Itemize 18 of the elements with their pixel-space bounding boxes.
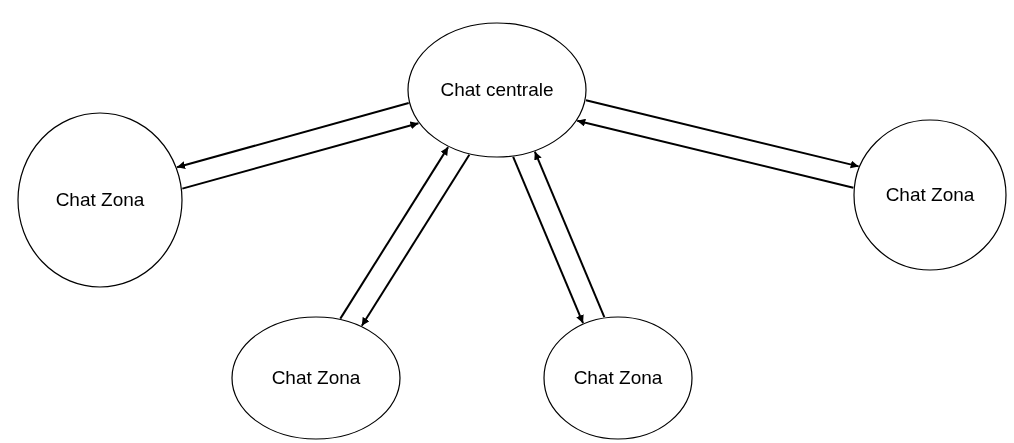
- ellipse-node: [231, 316, 401, 440]
- arrow: [176, 102, 410, 169]
- arrow: [360, 153, 471, 327]
- node-label: Chat Zona: [55, 187, 145, 212]
- arrow: [339, 146, 450, 320]
- ellipse-node: [853, 119, 1007, 271]
- arrow: [512, 155, 585, 325]
- node-label: Chat Zona: [885, 182, 975, 207]
- arrow: [533, 150, 606, 319]
- ellipse-node: [407, 22, 587, 158]
- node-label: Chat Zona: [573, 365, 663, 390]
- ellipse-node: [543, 316, 693, 440]
- node-label: Chat centrale: [440, 77, 554, 102]
- ellipse-node: [17, 112, 183, 288]
- arrow: [181, 121, 420, 190]
- arrow: [584, 99, 860, 169]
- node-label: Chat Zona: [271, 365, 361, 390]
- arrow: [576, 118, 855, 189]
